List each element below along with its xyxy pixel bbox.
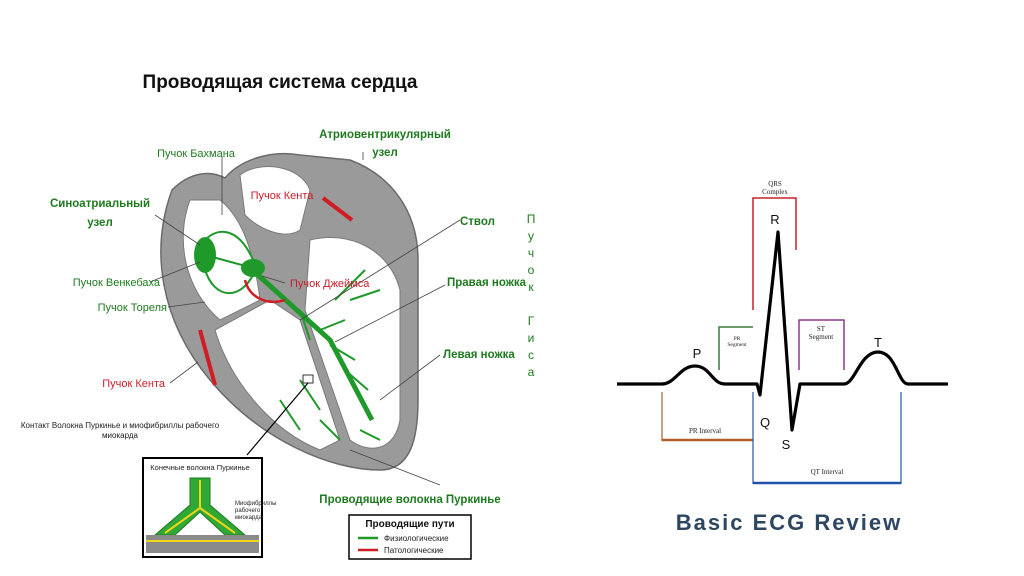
inset-myofibril-1: Миофибриллы bbox=[235, 501, 276, 507]
st-segment-label-2: Segment bbox=[809, 333, 834, 341]
inset-fiber-core bbox=[164, 480, 236, 534]
inset-panel: Контакт Волокна Пуркинье и миофибриллы р… bbox=[21, 421, 276, 558]
qrs-label-2: Complex bbox=[762, 188, 788, 196]
label-kent-bottom: Пучок Кента bbox=[102, 378, 166, 390]
qrs-label-1: QRS bbox=[768, 180, 782, 188]
inset-end-fibers: Конечные волокна Пуркинье bbox=[150, 463, 249, 472]
ecg-panel: QRS Complex PR Segment ST Segment P R Q … bbox=[617, 180, 948, 535]
wave-r: R bbox=[770, 212, 779, 227]
inset-caption-1: Контакт Волокна Пуркинье и миофибриллы р… bbox=[21, 421, 220, 430]
qt-interval-label: QT Interval bbox=[811, 468, 844, 476]
james-bundle bbox=[243, 279, 286, 304]
label-av-node-2: узел bbox=[372, 147, 398, 159]
ecg-trace bbox=[617, 230, 948, 432]
his-vertical-letter: Г bbox=[528, 314, 535, 328]
label-sa-node-2: узел bbox=[87, 217, 113, 229]
right-ventricle bbox=[214, 299, 341, 451]
his-vertical-letter: к bbox=[528, 280, 534, 294]
inset-myofibril-3: миокарда bbox=[235, 515, 263, 521]
left-atrium bbox=[239, 166, 311, 235]
legend: Проводящие пути Физиологические Патологи… bbox=[348, 514, 472, 560]
pr-interval-label: PR Interval bbox=[689, 427, 721, 435]
his-vertical-letter: и bbox=[528, 331, 535, 345]
label-purkinje: Проводящие волокна Пуркинье bbox=[319, 494, 500, 506]
qrs-bracket bbox=[752, 197, 797, 310]
ecg-title: Basic ECG Review bbox=[676, 510, 902, 535]
his-vertical-letter: о bbox=[528, 263, 535, 277]
legend-title: Проводящие пути bbox=[365, 519, 454, 530]
pr-segment-label-1: PR bbox=[734, 336, 741, 342]
label-right-leg: Правая ножка bbox=[447, 277, 527, 289]
wave-q: Q bbox=[760, 415, 770, 430]
wave-s: S bbox=[782, 437, 791, 452]
inset-myofibril-2: рабочего bbox=[235, 508, 261, 514]
legend-label-pathological: Патологические bbox=[384, 546, 444, 555]
inset-myofibril bbox=[146, 535, 259, 553]
his-vertical-letter: у bbox=[528, 229, 534, 243]
label-wenckebach: Пучок Венкебаха bbox=[73, 277, 161, 289]
wave-t: T bbox=[874, 335, 882, 350]
inset-caption-2: миокарда bbox=[102, 431, 138, 440]
label-av-node-1: Атриовентрикулярный bbox=[319, 129, 451, 141]
st-segment-bracket bbox=[798, 319, 845, 370]
label-kent-top: Пучок Кента bbox=[251, 190, 315, 202]
legend-label-physiological: Физиологические bbox=[384, 534, 449, 543]
heart-title: Проводящая система сердца bbox=[143, 72, 418, 93]
his-bundle bbox=[256, 273, 375, 422]
pr-segment-bracket bbox=[718, 326, 753, 370]
his-vertical-letter: П bbox=[527, 212, 536, 226]
kent-bundle-bottom bbox=[198, 329, 217, 386]
label-thorel: Пучок Тореля bbox=[98, 302, 167, 314]
kent-bundle-top bbox=[321, 196, 354, 222]
his-vertical-letter: а bbox=[528, 365, 535, 379]
label-sa-node-1: Синоатриальный bbox=[50, 198, 150, 210]
st-segment-label-1: ST bbox=[817, 325, 826, 333]
left-ventricle bbox=[304, 236, 401, 449]
internodal-paths bbox=[204, 230, 254, 295]
label-left-leg: Левая ножка bbox=[443, 349, 515, 361]
bundle-branches bbox=[279, 269, 381, 441]
his-vertical-letter: ч bbox=[528, 246, 534, 260]
label-trunk: Ствол bbox=[460, 216, 495, 228]
leader-lines bbox=[149, 152, 461, 486]
heart-illustration bbox=[160, 152, 419, 471]
pr-segment-label-2: Segment bbox=[727, 342, 747, 348]
heart-panel: Проводящая система сердца bbox=[6, 58, 572, 564]
label-james: Пучок Джеймса bbox=[290, 278, 370, 290]
label-bachmann: Пучок Бахмана bbox=[157, 148, 236, 160]
his-vertical-letter: с bbox=[528, 348, 534, 362]
wave-p: P bbox=[693, 346, 702, 361]
